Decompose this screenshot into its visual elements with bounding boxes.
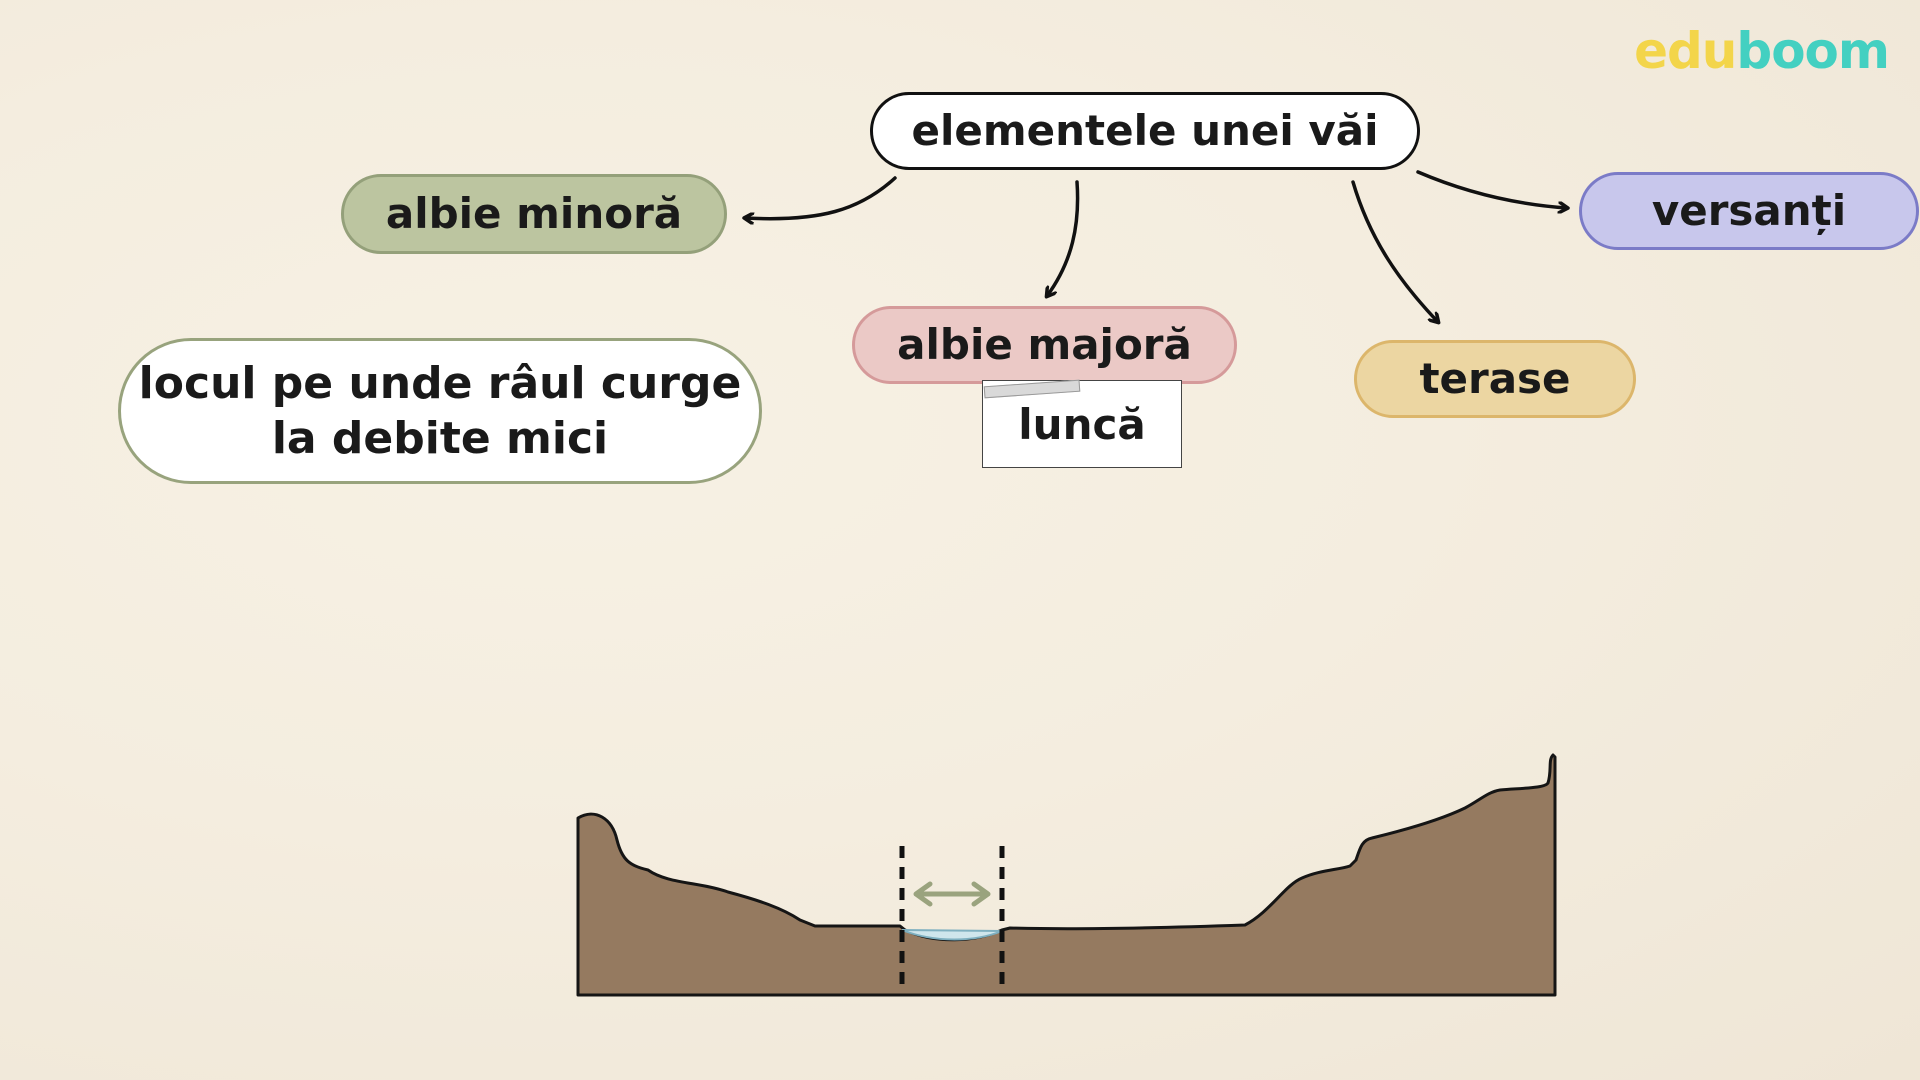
definition-box: locul pe unde râul curge la debite mici xyxy=(118,338,762,484)
arrow-to-versanti xyxy=(1416,170,1567,208)
node-albie-majora: albie majoră xyxy=(852,306,1237,384)
node-albie-minora: albie minoră xyxy=(341,174,727,254)
lunca-label: luncă xyxy=(1018,399,1146,449)
river-water xyxy=(901,929,1003,941)
logo-boom: boom xyxy=(1736,22,1890,80)
definition-line-1: locul pe unde râul curge xyxy=(138,358,742,409)
albie-majora-label: albie majoră xyxy=(897,319,1192,369)
eduboom-logo: eduboom xyxy=(1634,22,1890,80)
arrow-to-albie-minora xyxy=(745,176,897,219)
arrow-to-albie-majora xyxy=(1047,180,1080,296)
logo-edu: edu xyxy=(1634,22,1737,80)
valley-terrain xyxy=(576,753,1557,997)
albie-minora-label: albie minoră xyxy=(385,188,683,238)
lunca-card: luncă xyxy=(982,380,1182,468)
root-node-label: elementele unei văi xyxy=(911,105,1379,155)
definition-line-2: la debite mici xyxy=(271,413,609,464)
arrow-to-terase xyxy=(1351,180,1438,322)
versanti-label: versanți xyxy=(1651,185,1847,235)
terase-label: terase xyxy=(1419,353,1571,403)
channel-width-arrow xyxy=(913,881,991,907)
node-terase: terase xyxy=(1354,340,1636,418)
root-node: elementele unei văi xyxy=(870,92,1420,170)
node-versanti: versanți xyxy=(1579,172,1919,250)
